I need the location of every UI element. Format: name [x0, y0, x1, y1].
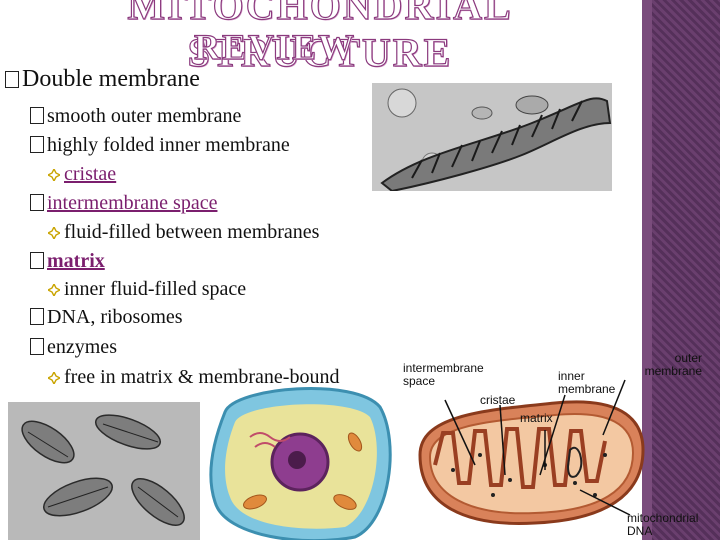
leaf-bullet-icon: [48, 227, 60, 239]
bullet-enzymes: enzymes: [30, 336, 117, 359]
mitochondrion-diagram: [405, 355, 645, 540]
bullet-box-icon: [30, 338, 44, 355]
bullet-double-membrane: Double membrane: [5, 66, 200, 93]
label-mitochondrial-dna: mitochondrial DNA: [627, 511, 699, 538]
slide-title-line2: REVIEW: [193, 26, 357, 67]
label-outer-membrane: outer membrane: [644, 351, 702, 378]
bullet-smooth-outer: smooth outer membrane: [30, 105, 241, 128]
slide-title-line1: MITOCHONDRIAL STRUCTURE: [127, 0, 513, 76]
bullet-inner-fluid-filled: inner fluid-filled space: [48, 278, 246, 301]
leaf-bullet-icon: [48, 372, 60, 384]
decorative-side-band-edge: [642, 0, 652, 540]
bullet-highly-folded: highly folded inner membrane: [30, 134, 290, 157]
cell-micrograph: [8, 402, 200, 540]
label-inner-membrane: inner membrane: [558, 369, 616, 396]
label-intermembrane-space: intermembrane space: [403, 361, 484, 388]
leaf-bullet-icon: [48, 284, 60, 296]
bullet-box-icon: [30, 107, 44, 124]
leaf-bullet-icon: [48, 169, 60, 181]
bullet-free-in-matrix: free in matrix & membrane-bound: [48, 366, 339, 389]
bullet-intermembrane-space: intermembrane space: [30, 192, 217, 215]
bullet-box-icon: [5, 71, 19, 88]
bullet-box-icon: [30, 136, 44, 153]
animal-cell-illustration: [205, 382, 395, 543]
bullet-matrix: matrix: [30, 250, 105, 273]
bullet-fluid-filled-between: fluid-filled between membranes: [48, 221, 319, 244]
bullet-dna-ribosomes: DNA, ribosomes: [30, 306, 183, 329]
bullet-box-icon: [30, 252, 44, 269]
mitochondrion-micrograph: [372, 83, 612, 191]
decorative-side-band: [642, 0, 720, 540]
bullet-cristae: cristae: [48, 163, 116, 186]
label-cristae: cristae: [480, 393, 516, 407]
bullet-box-icon: [30, 194, 44, 211]
bullet-box-icon: [30, 308, 44, 325]
label-matrix: matrix: [520, 411, 553, 425]
